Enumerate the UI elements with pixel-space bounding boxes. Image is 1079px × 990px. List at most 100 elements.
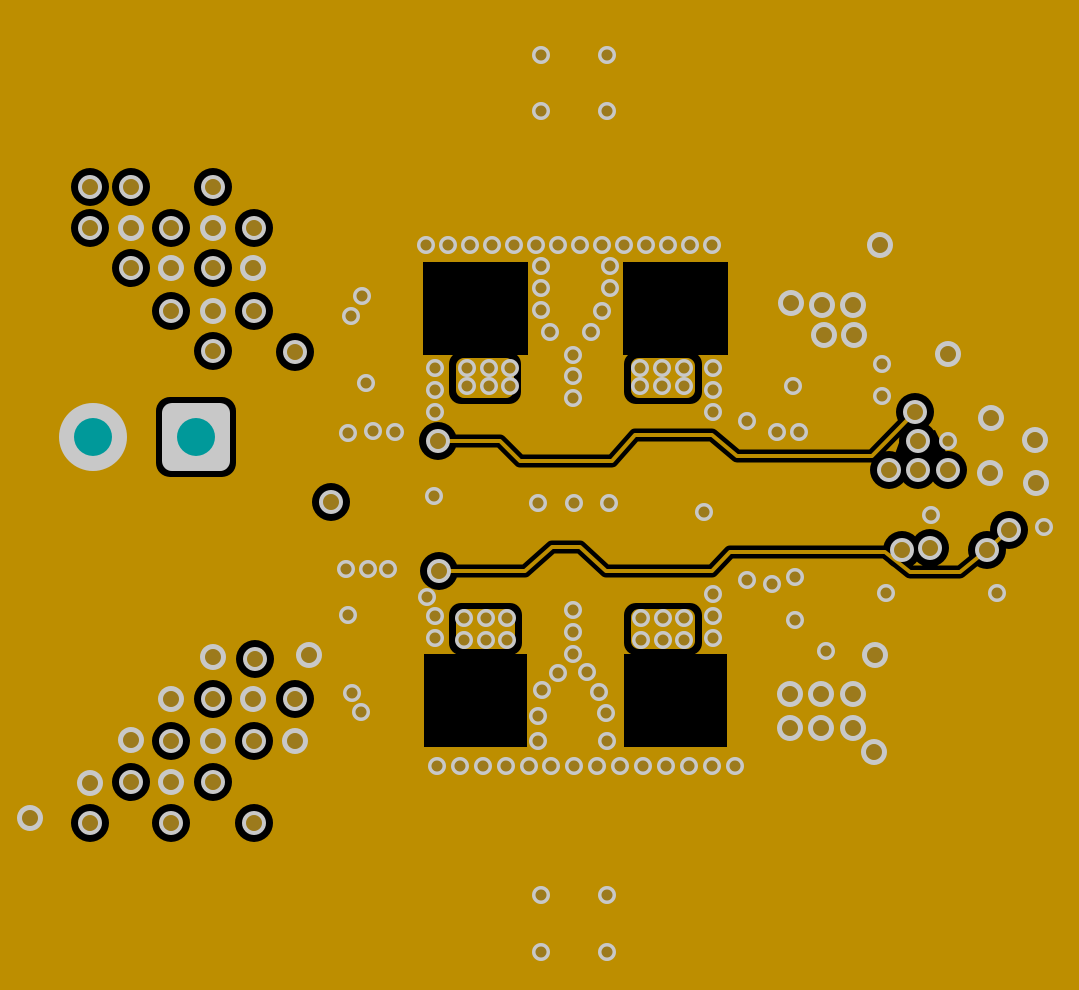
- thermal-via-drill: [82, 815, 98, 831]
- large-via-drill: [845, 686, 861, 702]
- small-via-drill: [535, 304, 547, 316]
- small-via-drill: [458, 612, 470, 624]
- large-via-drill: [82, 775, 98, 791]
- small-via-drill: [480, 612, 492, 624]
- small-via-drill: [635, 634, 647, 646]
- small-via-drill: [574, 239, 586, 251]
- thermal-via-drill: [430, 433, 446, 449]
- small-via-drill: [596, 239, 608, 251]
- thermal-via-drill: [246, 815, 262, 831]
- small-via-drill: [634, 362, 646, 374]
- large-via-drill: [163, 774, 179, 790]
- small-via-drill: [429, 632, 441, 644]
- large-via-drill: [1027, 432, 1043, 448]
- small-via-drill: [508, 239, 520, 251]
- small-via-drill: [635, 612, 647, 624]
- small-via-drill: [360, 377, 372, 389]
- small-via-drill: [614, 760, 626, 772]
- thermal-via-drill: [323, 494, 339, 510]
- large-via-drill: [782, 686, 798, 702]
- small-via-drill: [787, 380, 799, 392]
- large-via-drill: [163, 691, 179, 707]
- small-via-drill: [552, 239, 564, 251]
- thermal-via-drill: [894, 542, 910, 558]
- small-via-drill: [729, 760, 741, 772]
- small-via-drill: [532, 735, 544, 747]
- large-via-drill: [983, 410, 999, 426]
- small-via-drill: [707, 384, 719, 396]
- thermal-via-drill: [910, 433, 926, 449]
- small-via-drill: [429, 384, 441, 396]
- thermal-via-drill: [246, 733, 262, 749]
- thermal-via-drill: [247, 651, 263, 667]
- small-via-drill: [367, 425, 379, 437]
- small-via-drill: [876, 390, 888, 402]
- small-via-drill: [483, 362, 495, 374]
- small-via-drill: [483, 380, 495, 392]
- small-via-drill: [429, 362, 441, 374]
- large-via-drill: [783, 295, 799, 311]
- clearance-layer: [71, 168, 1028, 842]
- small-via-drill: [793, 426, 805, 438]
- small-via-drill: [600, 707, 612, 719]
- thermal-via-drill: [246, 220, 262, 236]
- large-via-drill: [813, 720, 829, 736]
- small-via-drill: [942, 435, 954, 447]
- thermal-via-drill: [979, 542, 995, 558]
- small-via-drill: [618, 239, 630, 251]
- small-via-drill: [678, 612, 690, 624]
- small-via-drill: [1038, 521, 1050, 533]
- small-via-drill: [604, 282, 616, 294]
- small-via-drill: [442, 239, 454, 251]
- small-via-drill: [504, 380, 516, 392]
- thermal-via-drill: [163, 303, 179, 319]
- thermal-via-drill: [163, 815, 179, 831]
- small-via-drill: [684, 239, 696, 251]
- large-via-drill: [163, 260, 179, 276]
- small-via-drill: [382, 563, 394, 575]
- thermal-via-drill: [246, 303, 262, 319]
- thermal-via-drill: [123, 179, 139, 195]
- small-via-drill: [567, 370, 579, 382]
- small-via-drill: [421, 591, 433, 603]
- pin-hole: [74, 418, 112, 456]
- large-via-drill: [22, 810, 38, 826]
- small-via-drill: [585, 326, 597, 338]
- small-via-drill: [500, 760, 512, 772]
- small-via-drill: [656, 362, 668, 374]
- large-via-drill: [123, 220, 139, 236]
- small-via-drill: [535, 946, 547, 958]
- small-via-drill: [698, 506, 710, 518]
- thermal-via-drill: [163, 220, 179, 236]
- small-via-drill: [678, 380, 690, 392]
- large-via-drill: [845, 720, 861, 736]
- thermal-via-drill: [907, 404, 923, 420]
- small-via-drill: [545, 760, 557, 772]
- small-via-drill: [601, 889, 613, 901]
- small-via-drill: [431, 760, 443, 772]
- small-via-drill: [601, 735, 613, 747]
- small-via-drill: [991, 587, 1003, 599]
- small-via-drill: [568, 497, 580, 509]
- large-via-drill: [301, 647, 317, 663]
- small-via-drill: [532, 710, 544, 722]
- small-via-drill: [567, 648, 579, 660]
- large-via-drill: [205, 220, 221, 236]
- small-via-drill: [662, 239, 674, 251]
- small-via-drill: [876, 358, 888, 370]
- small-via-drill: [640, 239, 652, 251]
- small-via-drill: [604, 260, 616, 272]
- thermal-via-drill: [163, 733, 179, 749]
- small-via-drill: [657, 612, 669, 624]
- thermal-via-drill: [431, 563, 447, 579]
- thermal-via-drill: [205, 774, 221, 790]
- small-via-drill: [707, 632, 719, 644]
- large-via-drill: [205, 649, 221, 665]
- thermal-via-drill: [922, 540, 938, 556]
- small-via-drill: [429, 406, 441, 418]
- large-via-drill: [205, 733, 221, 749]
- small-via-drill: [342, 427, 354, 439]
- large-via-drill: [872, 237, 888, 253]
- small-via-drill: [428, 490, 440, 502]
